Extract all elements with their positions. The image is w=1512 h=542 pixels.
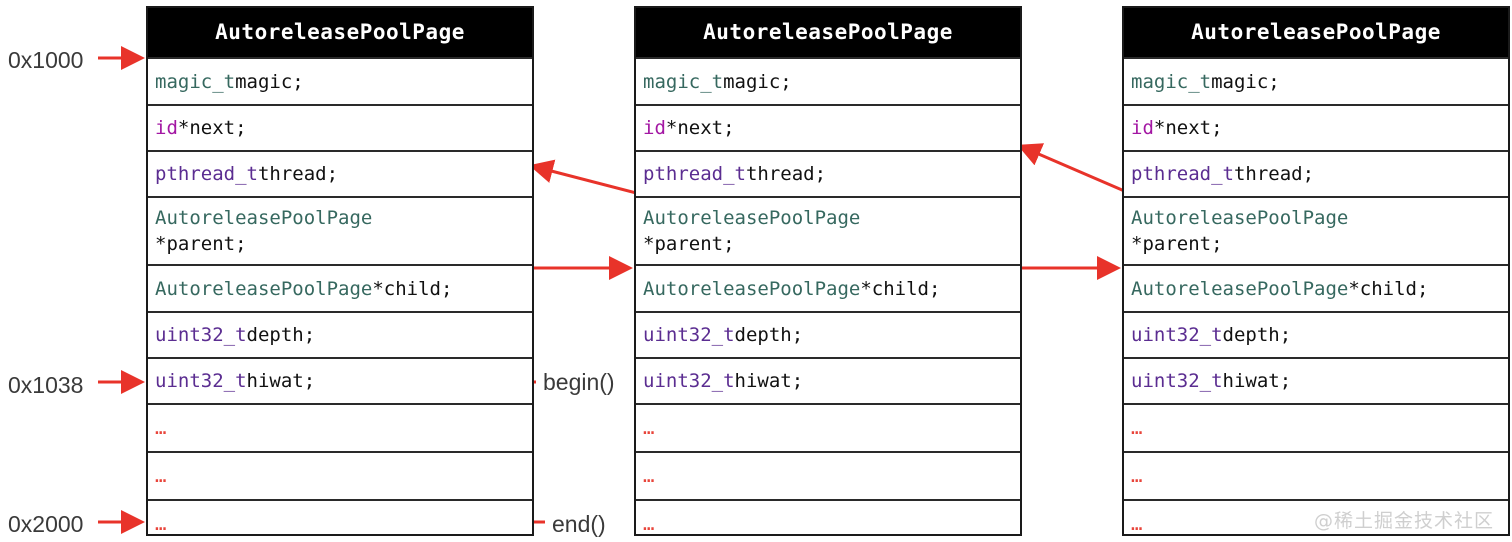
autoreleasepoolpage-box-2: AutoreleasePoolPage magic_t magic; id *n…: [634, 6, 1022, 536]
name-hiwat: hiwat;: [246, 370, 316, 392]
box-3-field-hiwat: uint32_t hiwat;: [1124, 357, 1508, 403]
type-pthread_t: pthread_t: [1131, 163, 1234, 185]
type-uint32_t-hiwat: uint32_t: [1131, 370, 1223, 392]
type-autoreleasepoolpage-child: AutoreleasePoolPage: [643, 277, 861, 300]
box-1-header: AutoreleasePoolPage: [148, 8, 532, 57]
autoreleasepoolpage-box-3: AutoreleasePoolPage magic_t magic; id *n…: [1122, 6, 1510, 536]
name-parent: *parent;: [643, 233, 735, 255]
box-1-field-next: id *next;: [148, 104, 532, 150]
type-autoreleasepoolpage-child: AutoreleasePoolPage: [155, 277, 373, 300]
type-magic_t: magic_t: [1131, 70, 1212, 93]
box-3-field-parent: AutoreleasePoolPage *parent;: [1124, 196, 1508, 264]
name-next: *next;: [1153, 117, 1223, 139]
name-depth: depth;: [246, 324, 316, 346]
name-thread: thread;: [257, 163, 339, 185]
box-3-field-thread: pthread_t thread;: [1124, 150, 1508, 196]
type-autoreleasepoolpage-parent: AutoreleasePoolPage: [643, 207, 861, 229]
box-2-field-filler-3: …: [636, 499, 1020, 542]
box-2-field-next: id *next;: [636, 104, 1020, 150]
name-thread: thread;: [1233, 163, 1315, 185]
box-2-field-filler-1: …: [636, 403, 1020, 451]
arrow-parent-box2-to-box1: [529, 159, 649, 198]
box-2-field-thread: pthread_t thread;: [636, 150, 1020, 196]
box-2-field-parent: AutoreleasePoolPage *parent;: [636, 196, 1020, 264]
ellipsis-2: …: [643, 465, 656, 487]
box-2-field-filler-2: …: [636, 451, 1020, 499]
box-1-field-hiwat: uint32_t hiwat;: [148, 357, 532, 403]
box-2-field-hiwat: uint32_t hiwat;: [636, 357, 1020, 403]
type-uint32_t-depth: uint32_t: [1131, 324, 1223, 346]
name-child: *child;: [860, 277, 941, 300]
ellipsis-3: …: [643, 513, 656, 535]
type-autoreleasepoolpage-parent: AutoreleasePoolPage: [155, 207, 373, 229]
type-uint32_t-depth: uint32_t: [643, 324, 735, 346]
box-1-field-child: AutoreleasePoolPage *child;: [148, 264, 532, 311]
box-3-field-filler-3: …: [1124, 499, 1508, 542]
autoreleasepoolpage-box-1: AutoreleasePoolPage magic_t magic; id *n…: [146, 6, 534, 536]
box-1-field-parent: AutoreleasePoolPage *parent;: [148, 196, 532, 264]
name-child: *child;: [1348, 277, 1429, 300]
name-parent: *parent;: [155, 233, 247, 255]
box-1-field-magic: magic_t magic;: [148, 57, 532, 104]
box-1-field-filler-2: …: [148, 451, 532, 499]
name-hiwat: hiwat;: [1222, 370, 1292, 392]
name-magic: magic;: [235, 70, 304, 93]
name-child: *child;: [372, 277, 453, 300]
name-next: *next;: [665, 117, 735, 139]
box-1-field-filler-1: …: [148, 403, 532, 451]
type-pthread_t: pthread_t: [155, 163, 258, 185]
arrow-parent-box3-to-box2: [1017, 143, 1137, 198]
type-magic_t: magic_t: [155, 70, 236, 93]
type-uint32_t-hiwat: uint32_t: [155, 370, 247, 392]
callout-begin-label: begin(): [543, 369, 615, 395]
ellipsis-2: …: [155, 465, 168, 487]
callout-end-label: end(): [552, 511, 606, 537]
name-magic: magic;: [723, 70, 792, 93]
box-1-field-filler-3: …: [148, 499, 532, 542]
box-3-field-magic: magic_t magic;: [1124, 57, 1508, 104]
type-id: id: [1131, 117, 1154, 139]
box-1-field-depth: uint32_t depth;: [148, 311, 532, 357]
box-3-field-child: AutoreleasePoolPage *child;: [1124, 264, 1508, 311]
box-3-field-depth: uint32_t depth;: [1124, 311, 1508, 357]
box-3-header: AutoreleasePoolPage: [1124, 8, 1508, 57]
type-uint32_t-depth: uint32_t: [155, 324, 247, 346]
type-id: id: [155, 117, 178, 139]
box-3-field-next: id *next;: [1124, 104, 1508, 150]
type-id: id: [643, 117, 666, 139]
type-pthread_t: pthread_t: [643, 163, 746, 185]
box-3-field-filler-1: …: [1124, 403, 1508, 451]
name-depth: depth;: [734, 324, 804, 346]
ellipsis-1: …: [155, 417, 168, 439]
address-label-bottom: 0x2000: [8, 511, 84, 537]
ellipsis-3: …: [155, 513, 168, 535]
box-2-field-magic: magic_t magic;: [636, 57, 1020, 104]
box-2-field-child: AutoreleasePoolPage *child;: [636, 264, 1020, 311]
name-depth: depth;: [1222, 324, 1292, 346]
box-3-field-filler-2: …: [1124, 451, 1508, 499]
type-uint32_t-hiwat: uint32_t: [643, 370, 735, 392]
type-autoreleasepoolpage-child: AutoreleasePoolPage: [1131, 277, 1349, 300]
box-2-field-depth: uint32_t depth;: [636, 311, 1020, 357]
ellipsis-1: …: [1131, 417, 1144, 439]
ellipsis-1: …: [643, 417, 656, 439]
name-thread: thread;: [745, 163, 827, 185]
ellipsis-2: …: [1131, 465, 1144, 487]
name-magic: magic;: [1211, 70, 1280, 93]
box-2-header: AutoreleasePoolPage: [636, 8, 1020, 57]
name-next: *next;: [177, 117, 247, 139]
box-1-field-thread: pthread_t thread;: [148, 150, 532, 196]
name-parent: *parent;: [1131, 233, 1223, 255]
ellipsis-3: …: [1131, 513, 1144, 535]
name-hiwat: hiwat;: [734, 370, 804, 392]
type-magic_t: magic_t: [643, 70, 724, 93]
address-label-top: 0x1000: [8, 47, 84, 73]
watermark: @稀土掘金技术社区: [1313, 510, 1494, 532]
type-autoreleasepoolpage-parent: AutoreleasePoolPage: [1131, 207, 1349, 229]
address-label-begin: 0x1038: [8, 372, 84, 398]
